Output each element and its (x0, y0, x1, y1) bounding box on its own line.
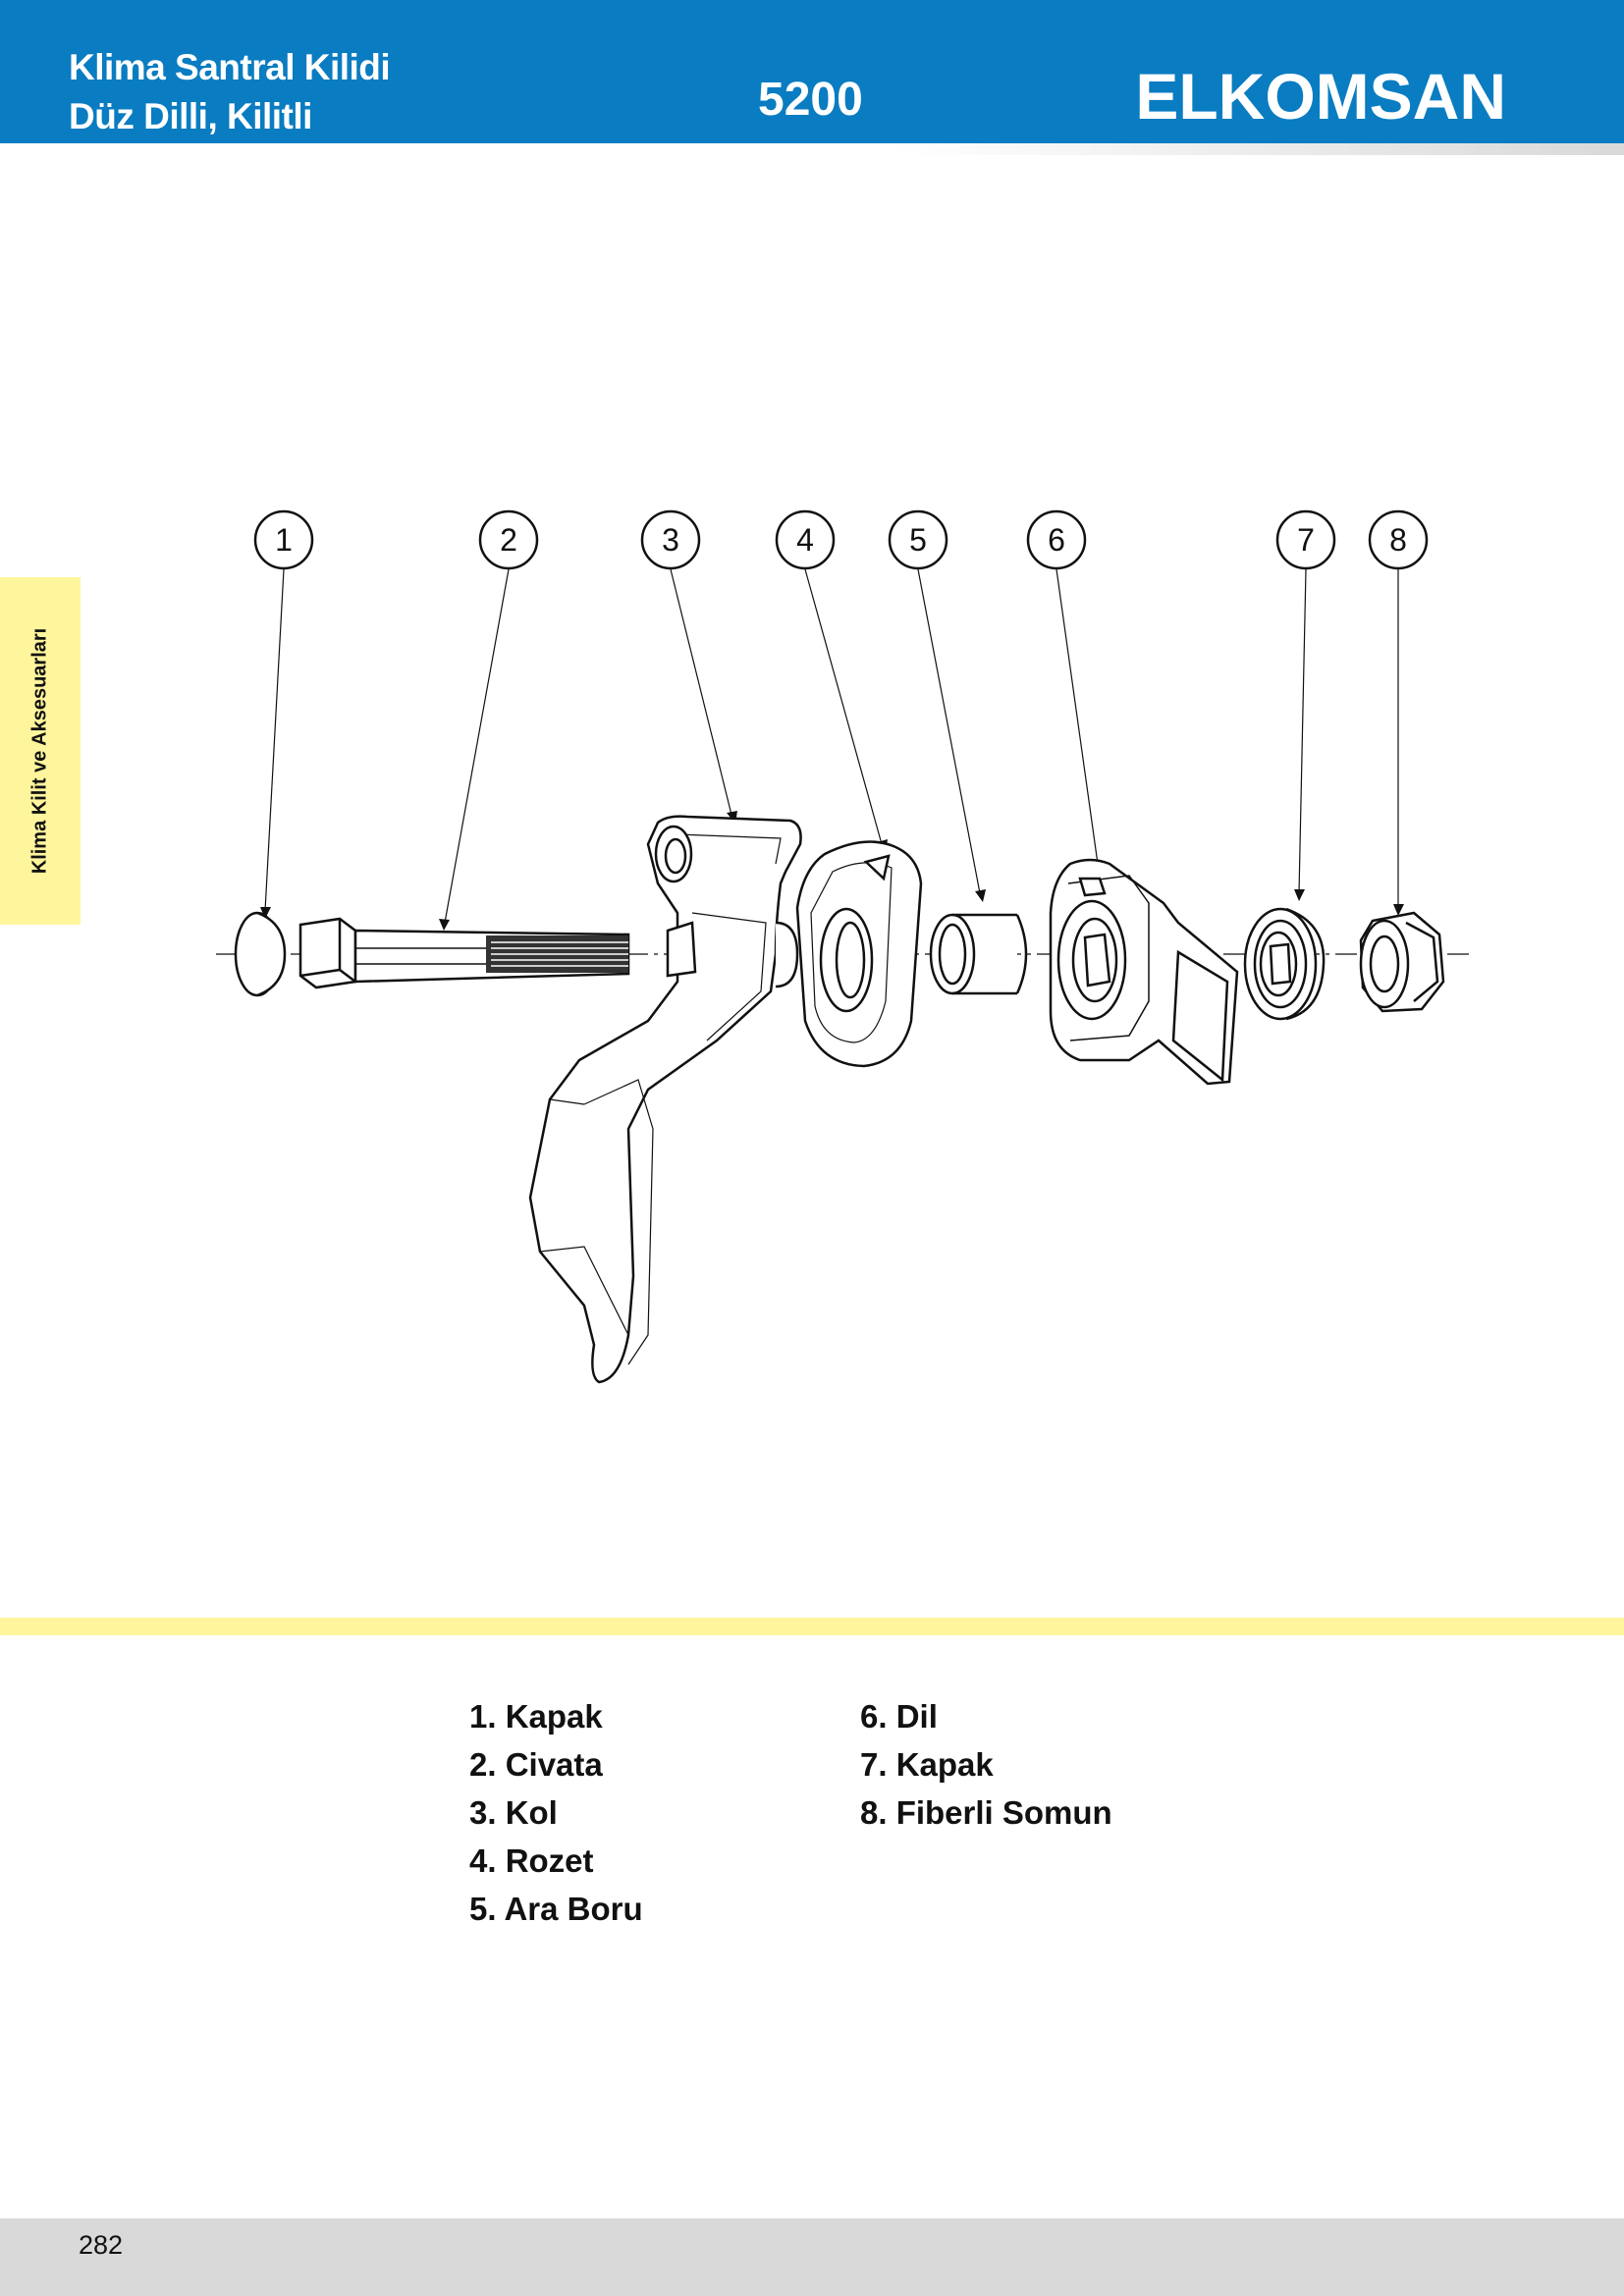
callout-circle-6 (1026, 509, 1087, 570)
callout-circle-5 (888, 509, 948, 570)
leader-3 (670, 568, 732, 816)
divider-band (0, 1618, 1624, 1635)
leader-7 (1298, 568, 1307, 894)
callout-circle-4 (775, 509, 836, 570)
legend-item-6: 6. Dil (860, 1698, 938, 1735)
part-3-handle (528, 815, 802, 1384)
legend-item-7: 7. Kapak (860, 1746, 994, 1783)
callout-number-6: 6 (1048, 522, 1065, 558)
callout-number-4: 4 (796, 522, 814, 558)
callout-circle-2 (478, 509, 539, 570)
callout-number-7: 7 (1297, 522, 1315, 558)
callout-number-2: 2 (500, 522, 517, 558)
product-subtitle: Düz Dilli, Kilitli (69, 96, 312, 136)
exploded-view-diagram: 1 2 3 4 5 6 7 8 (216, 509, 1473, 1384)
callout-number-5: 5 (909, 522, 927, 558)
callout-circle-8 (1368, 509, 1429, 570)
leader-2 (444, 568, 510, 924)
callout-circle-1 (253, 509, 314, 570)
callout-number-1: 1 (275, 522, 293, 558)
callout-circle-7 (1275, 509, 1336, 570)
leader-5 (917, 568, 981, 894)
legend-item-1: 1. Kapak (469, 1698, 603, 1735)
product-code: 5200 (758, 74, 863, 126)
part-7-cap (1243, 907, 1326, 1021)
header-shadow (0, 143, 1624, 155)
legend-item-5: 5. Ara Boru (469, 1891, 643, 1927)
callout-number-3: 3 (662, 522, 679, 558)
part-5-spacer-tube (929, 913, 1028, 995)
legend-item-2: 2. Civata (469, 1746, 603, 1783)
part-6-tongue (1049, 858, 1239, 1086)
page-number: 282 (79, 2230, 124, 2260)
footer-bar (0, 2218, 1624, 2296)
legend-item-8: 8. Fiberli Somun (860, 1794, 1112, 1831)
leader-6 (1056, 568, 1099, 865)
legend-item-4: 4. Rozet (469, 1842, 594, 1879)
part-8-nylon-nut (1359, 911, 1445, 1013)
leader-1 (264, 568, 285, 912)
part-4-rosette (795, 840, 923, 1068)
header-bar: Klima Santral Kilidi Düz Dilli, Kilitli … (0, 0, 1624, 143)
callout-circle-3 (640, 509, 701, 570)
leader-4 (804, 568, 883, 845)
part-1-cap (234, 911, 287, 997)
legend-item-3: 3. Kol (469, 1794, 558, 1831)
callout-number-8: 8 (1389, 522, 1407, 558)
brand-logo: ELKOMSAN (1135, 60, 1506, 133)
part-2-bolt (298, 917, 630, 989)
section-tab (0, 577, 81, 925)
product-title: Klima Santral Kilidi (69, 47, 391, 87)
